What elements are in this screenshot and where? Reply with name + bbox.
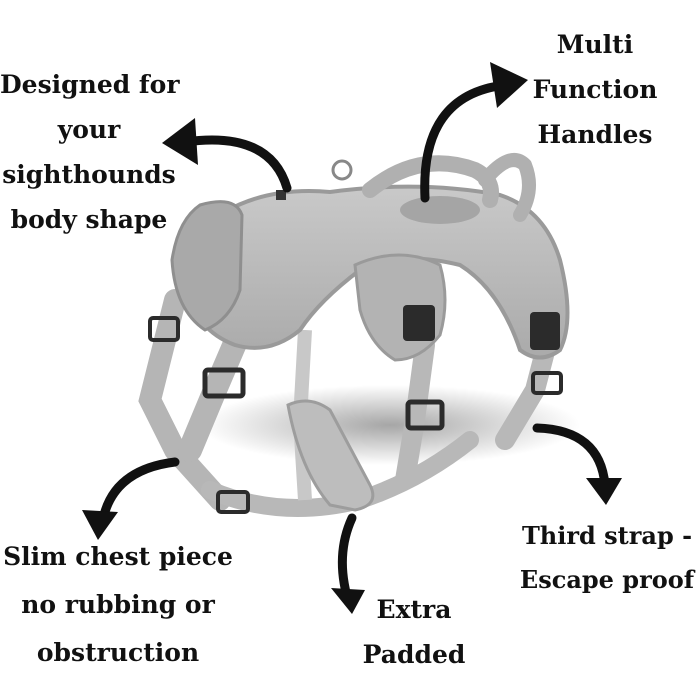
curved-arrow-icon bbox=[337, 513, 357, 605]
left-leg-strap bbox=[138, 289, 231, 511]
chest-pad bbox=[286, 399, 375, 512]
buckle-1 bbox=[403, 305, 435, 341]
callout-line: sighthounds bbox=[2, 160, 176, 189]
callout-line: no rubbing or bbox=[21, 590, 215, 619]
curved-arrow-icon bbox=[420, 80, 510, 203]
callout-line: Extra bbox=[376, 595, 452, 624]
callout-chest: Slim chest piece no rubbing or obstructi… bbox=[0, 533, 236, 677]
callout-line: body shape bbox=[10, 205, 168, 234]
curved-arrow-icon bbox=[180, 135, 292, 193]
slider-1 bbox=[202, 367, 246, 399]
center-strap-1 bbox=[395, 335, 435, 490]
slider-2 bbox=[405, 399, 445, 431]
left-pad bbox=[170, 200, 244, 332]
callout-line: Function bbox=[532, 75, 658, 104]
arrowhead-icon bbox=[490, 62, 528, 108]
label-tag bbox=[276, 190, 286, 200]
callout-line: Padded bbox=[362, 640, 466, 669]
arrowhead-icon bbox=[162, 118, 198, 165]
callout-padded: Extra Padded bbox=[356, 587, 472, 677]
callout-line: Slim chest piece bbox=[3, 542, 233, 571]
callout-line: Multi bbox=[556, 30, 634, 59]
mesh-patch bbox=[400, 196, 480, 224]
arrowhead-icon bbox=[82, 510, 118, 540]
callout-line: your bbox=[57, 115, 121, 144]
callout-body-shape: Designed for your sighthounds body shape bbox=[0, 62, 180, 242]
d-ring bbox=[331, 159, 353, 181]
handle-1 bbox=[362, 155, 499, 208]
callout-line: Escape proof bbox=[519, 565, 695, 594]
slider-4 bbox=[531, 371, 563, 395]
callout-line: Third strap - bbox=[521, 521, 693, 550]
callout-third-strap: Third strap - Escape proof bbox=[514, 514, 700, 602]
slider-3 bbox=[148, 316, 180, 342]
callout-line: obstruction bbox=[36, 638, 200, 667]
callout-handles: Multi Function Handles bbox=[528, 22, 662, 157]
callout-line: Designed for bbox=[0, 70, 180, 99]
arrowhead-icon bbox=[586, 478, 622, 505]
handle-2 bbox=[478, 153, 536, 222]
buckle-2 bbox=[530, 312, 560, 350]
slider-5 bbox=[216, 490, 250, 514]
callout-line: Handles bbox=[537, 120, 653, 149]
arrowhead-icon bbox=[331, 588, 365, 614]
curved-arrow-icon bbox=[532, 423, 610, 490]
